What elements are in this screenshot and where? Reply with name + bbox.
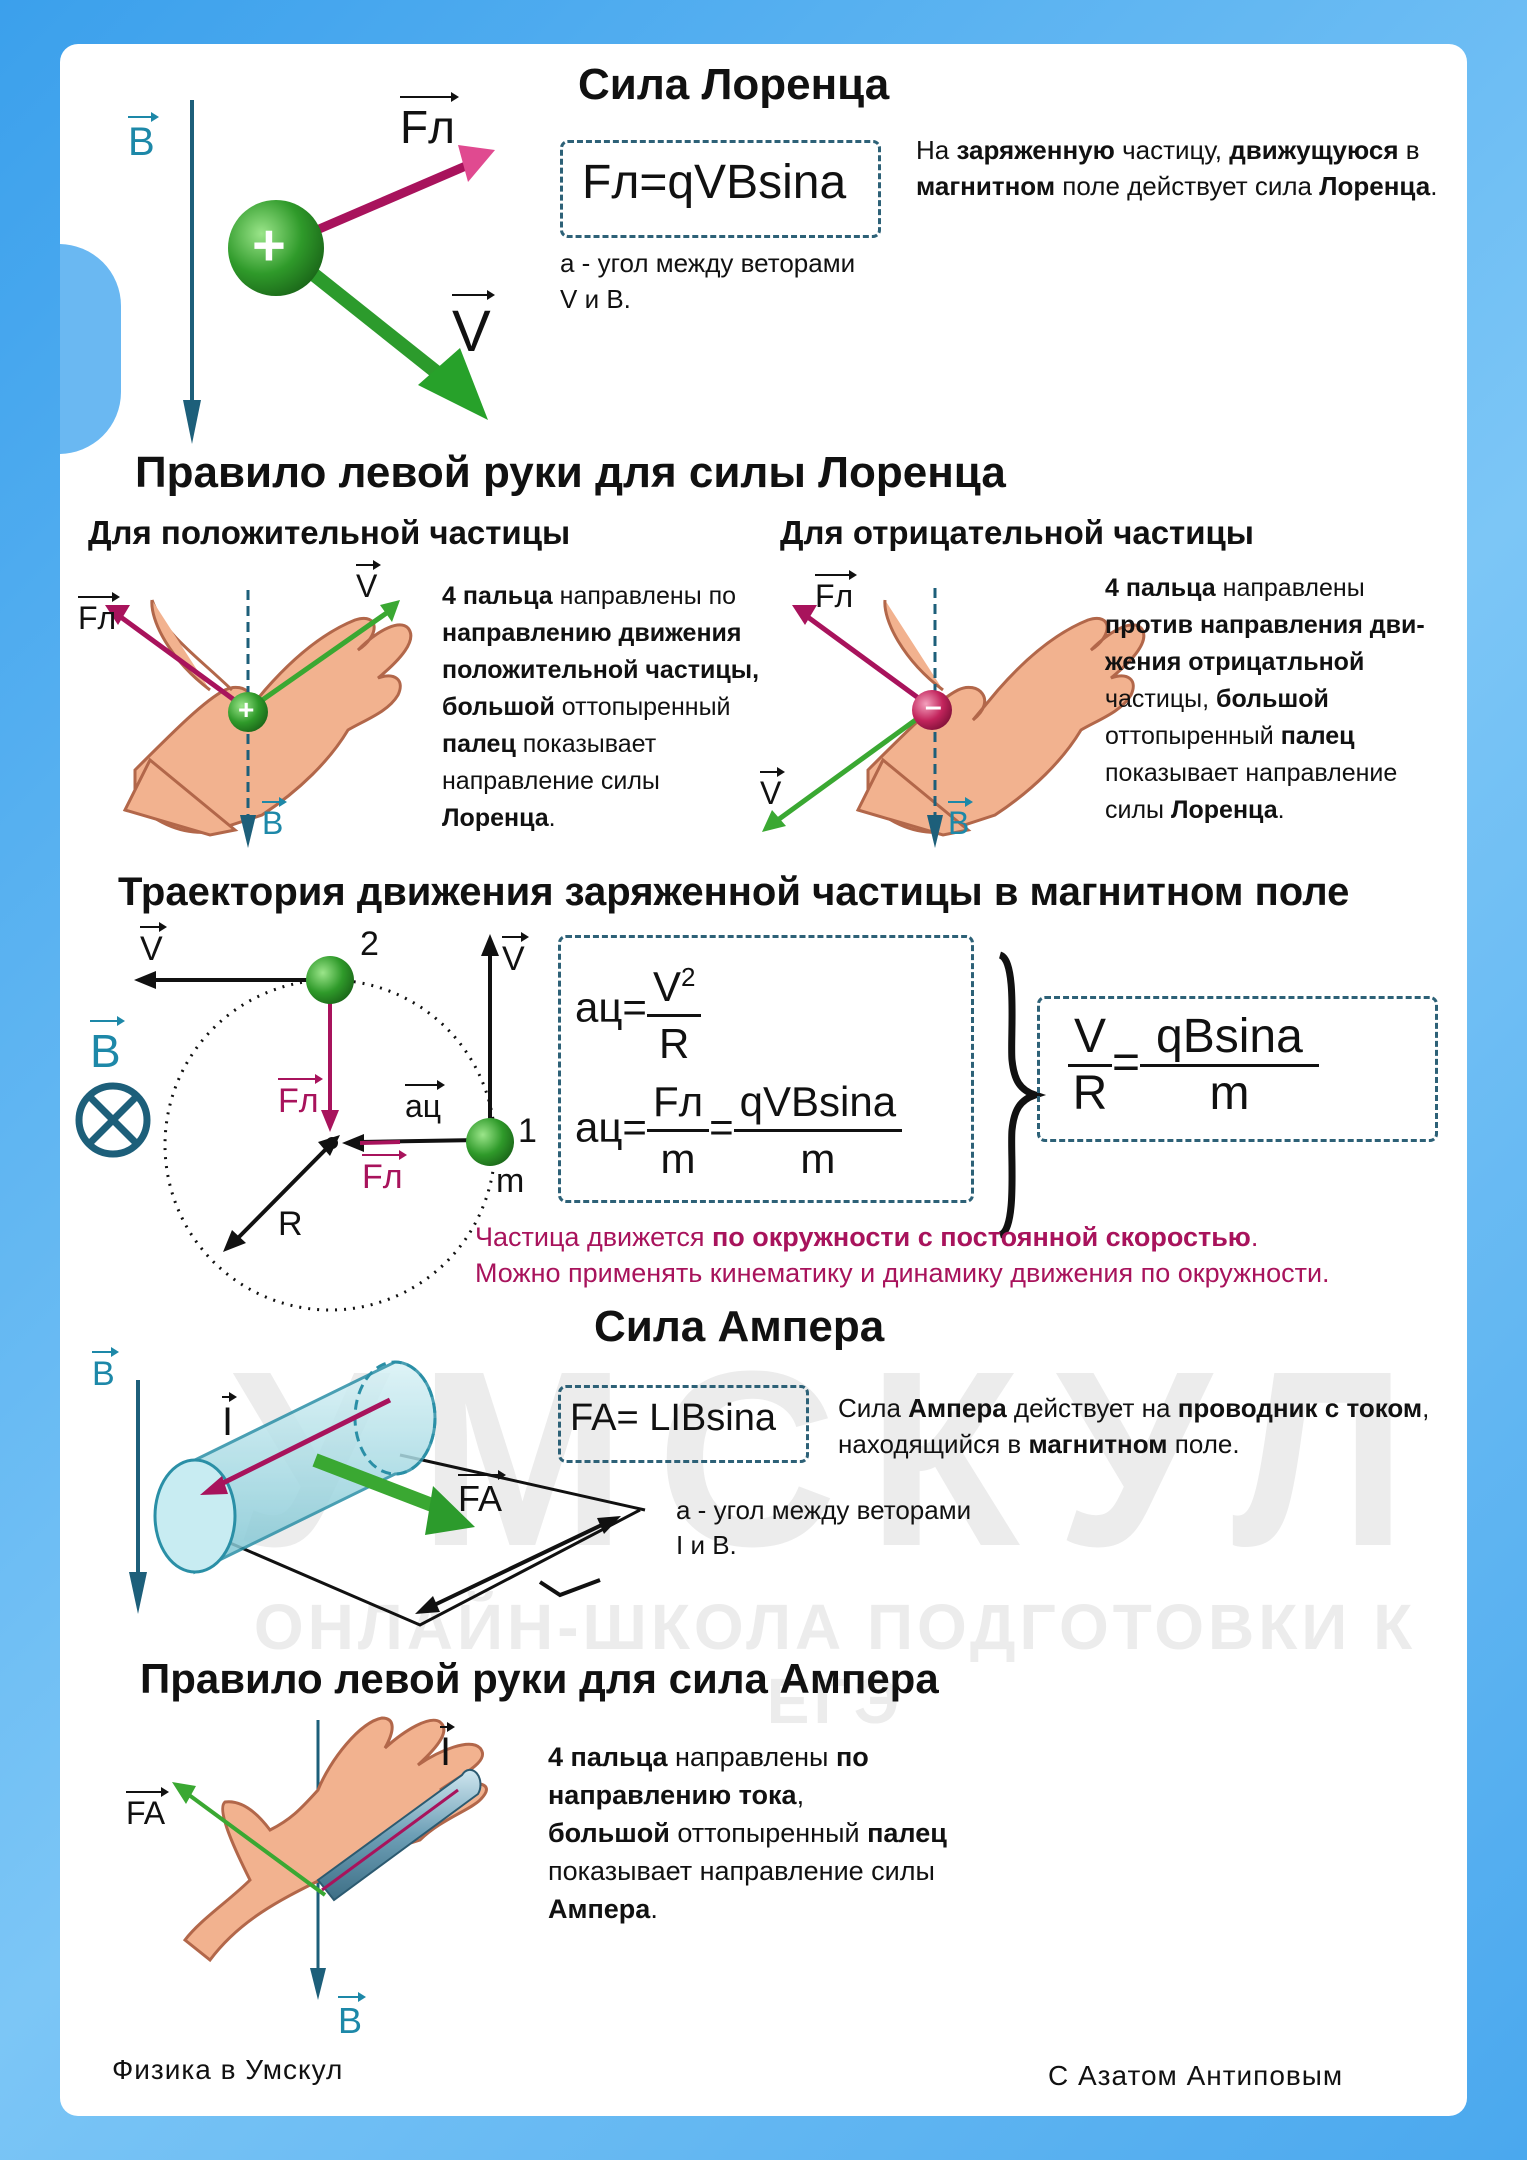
lorentz-angle-note: a - угол между веторами (560, 248, 856, 278)
positive-label-f: Fл (78, 592, 121, 636)
trajectory-v1-arrow (481, 934, 499, 1135)
positive-label-b: B (262, 797, 288, 841)
ampere-description: Сила Ампера действует на проводник с ток… (838, 1393, 1430, 1459)
lorentz-formula-box (560, 140, 881, 238)
lorentz-formula: Fл=qVBsina (582, 156, 847, 209)
lorentz-f-arrow (273, 145, 495, 253)
left-hand-lorentz-title: Правило левой руки для силы Лоренца (135, 448, 1006, 497)
ampere-label-b: B (92, 1347, 119, 1393)
trajectory-label-v2: V (140, 922, 167, 968)
positive-label-v: V (356, 560, 382, 604)
negative-label-f: Fл (815, 570, 858, 614)
trajectory-label-b: B (90, 1016, 125, 1077)
hand-positive (122, 599, 413, 837)
trajectory-point-1: 1 (518, 1112, 537, 1150)
lorentz-label-v: V (452, 290, 495, 364)
trajectory-label-r: R (278, 1205, 303, 1243)
accel-formula-box (558, 935, 974, 1203)
positive-sign: + (238, 694, 255, 725)
footer-left: Физика в Умскул (112, 2054, 344, 2085)
particle-2 (306, 956, 354, 1004)
ampere-label-i: I (222, 1392, 238, 1444)
ampere-f-arrow (312, 1453, 475, 1535)
hand-positive-v-arrow (246, 600, 400, 713)
hand-positive-f-arrow (105, 605, 250, 713)
positive-description: 4 пальца направлены по направлению движе… (442, 582, 760, 832)
trajectory-label-a: aц (405, 1080, 446, 1124)
ampere-rod (316, 1768, 482, 1902)
ampere-angle-vectors: I и B. (676, 1530, 737, 1560)
lorentz-description: На заряженную частицу, движущуюся в магн… (916, 135, 1438, 201)
ampere-formula-box (558, 1385, 809, 1463)
particle-1 (466, 1118, 514, 1166)
footer-right: С Азатом Антиповым (1048, 2060, 1344, 2091)
ampere-title: Сила Ампера (594, 1302, 885, 1351)
ampere-hand-f-arrow (172, 1782, 327, 1897)
negative-description: 4 пальца направлены против направления д… (1105, 574, 1425, 824)
side-tab (60, 244, 121, 454)
hand-negative-v-arrow (762, 705, 934, 832)
ampere-length-arrow (415, 1516, 621, 1614)
negative-label-b: B (948, 797, 974, 841)
positive-title: Для положительной частицы (88, 514, 571, 551)
trajectory-f1-arrow (342, 1134, 481, 1152)
ampere-hand-label-f: FA (126, 1787, 170, 1831)
trajectory-v2-arrow (134, 971, 330, 989)
negative-label-v: V (760, 767, 786, 811)
ampere-b-arrow (129, 1380, 147, 1614)
hand-negative-f-arrow (792, 605, 934, 711)
ampere-conductor (153, 1360, 437, 1575)
trajectory-label-f2: Fл (278, 1074, 323, 1120)
negative-sign: – (925, 690, 942, 723)
ampere-formula: FA= LIBsina (570, 1397, 776, 1439)
trajectory-f2-arrow (321, 990, 339, 1132)
hand-negative (855, 599, 1146, 837)
negative-title: Для отрицательной частицы (780, 514, 1254, 551)
ampere-hand-label-i: I (440, 1722, 456, 1774)
lorentz-charge-sign: + (252, 213, 286, 278)
trajectory-label-v1: V (502, 932, 529, 978)
trajectory-note-2: Можно применять кинематику и динамику дв… (475, 1258, 1330, 1288)
ampere-hand-label-b: B (338, 1992, 367, 2041)
lorentz-b-arrow (183, 100, 201, 444)
lorentz-angle-vectors: V и B. (560, 284, 631, 314)
ampere-rails (199, 1453, 646, 1627)
lorentz-label-b: B (128, 112, 159, 164)
trajectory-circle (163, 978, 497, 1312)
trajectory-label-f1: Fл (362, 1150, 407, 1196)
ampere-hand-description: 4 пальца направлены по направлению тока,… (548, 1742, 947, 1924)
trajectory-label-m: m (496, 1162, 525, 1200)
ampere-angle-note: a - угол между веторами (676, 1495, 972, 1525)
lorentz-label-f: Fл (400, 92, 459, 153)
lorentz-title: Сила Лоренца (578, 60, 890, 109)
trajectory-point-2: 2 (360, 925, 379, 963)
left-hand-ampere-title: Правило левой руки для сила Ампера (140, 1655, 939, 1702)
radius-formula-box (1037, 996, 1438, 1142)
b-into-page-icon (75, 1082, 151, 1158)
trajectory-note-1: Частица движется по окружности с постоян… (475, 1222, 1259, 1252)
trajectory-title: Траектория движения заряженной частицы в… (118, 870, 1350, 914)
ampere-label-f: FA (458, 1470, 507, 1519)
system-brace (997, 951, 1047, 1239)
